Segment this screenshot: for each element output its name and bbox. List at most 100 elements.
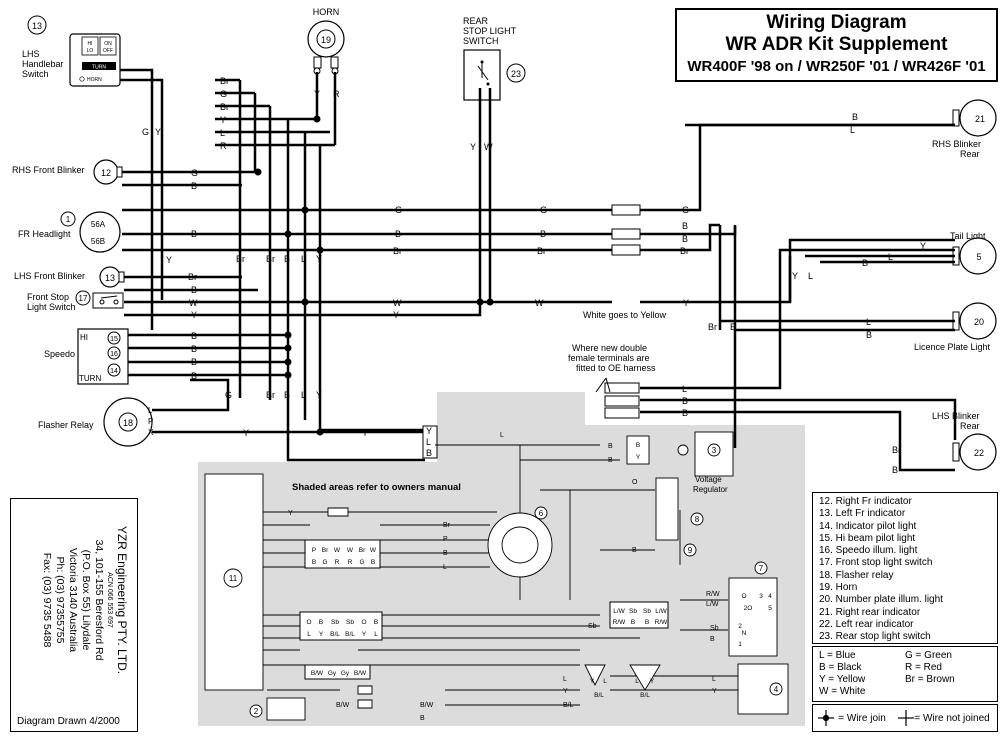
svg-text:W: W xyxy=(535,298,544,308)
svg-text:Br: Br xyxy=(236,254,245,264)
svg-text:B: B xyxy=(631,619,635,626)
svg-text:Y: Y xyxy=(316,254,322,264)
svg-text:L: L xyxy=(220,128,225,138)
svg-text:Br: Br xyxy=(266,390,275,400)
speedo: HI TURN Speedo 15 16 14 xyxy=(44,328,129,385)
svg-text:Sb: Sb xyxy=(588,623,597,630)
tail-light: Tail Light 5 xyxy=(950,231,997,275)
switch-number: 13 xyxy=(32,21,42,31)
svg-text:R: R xyxy=(333,89,340,99)
lhs-front-blinker: LHS Front Blinker 13 xyxy=(14,266,125,288)
shaded-components xyxy=(204,431,789,721)
svg-text:5: 5 xyxy=(768,605,772,612)
svg-text:L: L xyxy=(603,678,607,685)
svg-text:Br: Br xyxy=(680,246,689,256)
svg-text:B: B xyxy=(730,322,736,332)
svg-text:LO: LO xyxy=(87,48,94,54)
svg-text:Br: Br xyxy=(188,272,197,282)
shaded-wire-labels: Y B B O B Br P B L R/W L/W Sb Sb B L Y B… xyxy=(288,432,720,722)
svg-text:Y: Y xyxy=(288,510,293,517)
svg-text:B: B xyxy=(866,330,872,340)
wire-not-joined-label: = Wire not joined xyxy=(914,712,990,724)
svg-text:Gy: Gy xyxy=(328,670,337,677)
svg-text:B/L: B/L xyxy=(563,702,574,709)
svg-text:L: L xyxy=(635,678,639,685)
svg-text:Br: Br xyxy=(393,246,402,256)
svg-text:O: O xyxy=(632,479,638,486)
svg-text:Y: Y xyxy=(243,428,249,438)
svg-text:Y: Y xyxy=(166,255,172,265)
svg-text:Y: Y xyxy=(362,428,368,438)
svg-text:L: L xyxy=(500,432,504,439)
svg-text:B/L: B/L xyxy=(594,692,604,699)
horn-label: HORN xyxy=(313,7,340,17)
svg-text:HORN: HORN xyxy=(87,77,102,83)
svg-text:3: 3 xyxy=(759,593,763,600)
title-block: Wiring Diagram WR ADR Kit Supplement WR4… xyxy=(675,8,998,82)
svg-text:B: B xyxy=(284,390,290,400)
svg-text:B: B xyxy=(710,636,715,643)
svg-text:Speedo: Speedo xyxy=(44,349,75,359)
svg-text:B: B xyxy=(191,344,197,354)
svg-text:R/W: R/W xyxy=(706,591,720,598)
svg-text:Y: Y xyxy=(314,89,320,99)
svg-text:G: G xyxy=(540,205,547,215)
svg-text:B: B xyxy=(443,550,448,557)
legend-item: 21. Right rear indicator xyxy=(819,606,921,618)
company-details: YZR Engineering PTY. LTD. ACN 066 553 69… xyxy=(40,505,129,695)
svg-text:Y: Y xyxy=(319,631,324,638)
svg-text:P: P xyxy=(443,536,448,543)
svg-text:L: L xyxy=(426,437,431,447)
svg-text:3: 3 xyxy=(712,446,717,455)
svg-text:Sb: Sb xyxy=(629,608,637,615)
svg-text:2O: 2O xyxy=(744,605,753,612)
svg-text:G: G xyxy=(322,559,327,566)
svg-text:Br: Br xyxy=(708,322,717,332)
svg-text:8: 8 xyxy=(695,515,700,524)
svg-text:11: 11 xyxy=(229,574,238,583)
svg-text:B: B xyxy=(862,258,868,268)
drawn-date: Diagram Drawn 4/2000 xyxy=(17,716,120,727)
svg-text:16: 16 xyxy=(110,351,118,358)
svg-text:G: G xyxy=(682,205,689,215)
svg-text:TURN: TURN xyxy=(92,65,106,71)
licence-plate-light: 20 Licence Plate Light xyxy=(914,302,997,352)
svg-text:W: W xyxy=(370,547,377,554)
svg-text:7: 7 xyxy=(759,564,764,573)
svg-text:Y: Y xyxy=(683,298,689,308)
svg-text:B: B xyxy=(191,357,197,367)
color-code: R = Red xyxy=(905,662,942,673)
svg-text:B/L: B/L xyxy=(345,631,355,638)
svg-text:W: W xyxy=(347,547,354,554)
svg-text:B/W: B/W xyxy=(354,670,367,677)
svg-text:Flasher Relay: Flasher Relay xyxy=(38,420,94,430)
color-code: B = Black xyxy=(819,662,862,673)
company-address-1: 34, 101-155 Beresford Rd xyxy=(93,539,105,661)
svg-text:23: 23 xyxy=(511,69,521,79)
svg-text:B: B xyxy=(682,221,688,231)
svg-text:LHS Front Blinker: LHS Front Blinker xyxy=(14,271,85,281)
svg-text:17: 17 xyxy=(79,294,88,303)
svg-text:B/W: B/W xyxy=(336,702,350,709)
svg-text:L: L xyxy=(148,406,153,415)
svg-text:G: G xyxy=(395,205,402,215)
svg-text:L: L xyxy=(301,390,306,400)
legend-item: 22. Left rear indicator xyxy=(819,618,914,630)
svg-text:1: 1 xyxy=(66,215,71,224)
svg-text:B/W: B/W xyxy=(420,702,434,709)
svg-text:B: B xyxy=(608,457,613,464)
wires-main xyxy=(120,68,957,472)
title-line-3: WR400F '98 on / WR250F '01 / WR426F '01 xyxy=(687,58,986,75)
wire-join-label: = Wire join xyxy=(838,712,886,724)
lhs-handlebar-switch: 13 HI LO ON OFF TURN HORN xyxy=(27,15,121,87)
svg-text:Y: Y xyxy=(191,310,197,320)
svg-text:Gy: Gy xyxy=(341,670,350,677)
headlight: 1 FR Headlight 56A 56B xyxy=(18,211,121,253)
svg-text:B/L: B/L xyxy=(640,692,650,699)
svg-text:B: B xyxy=(682,396,688,406)
